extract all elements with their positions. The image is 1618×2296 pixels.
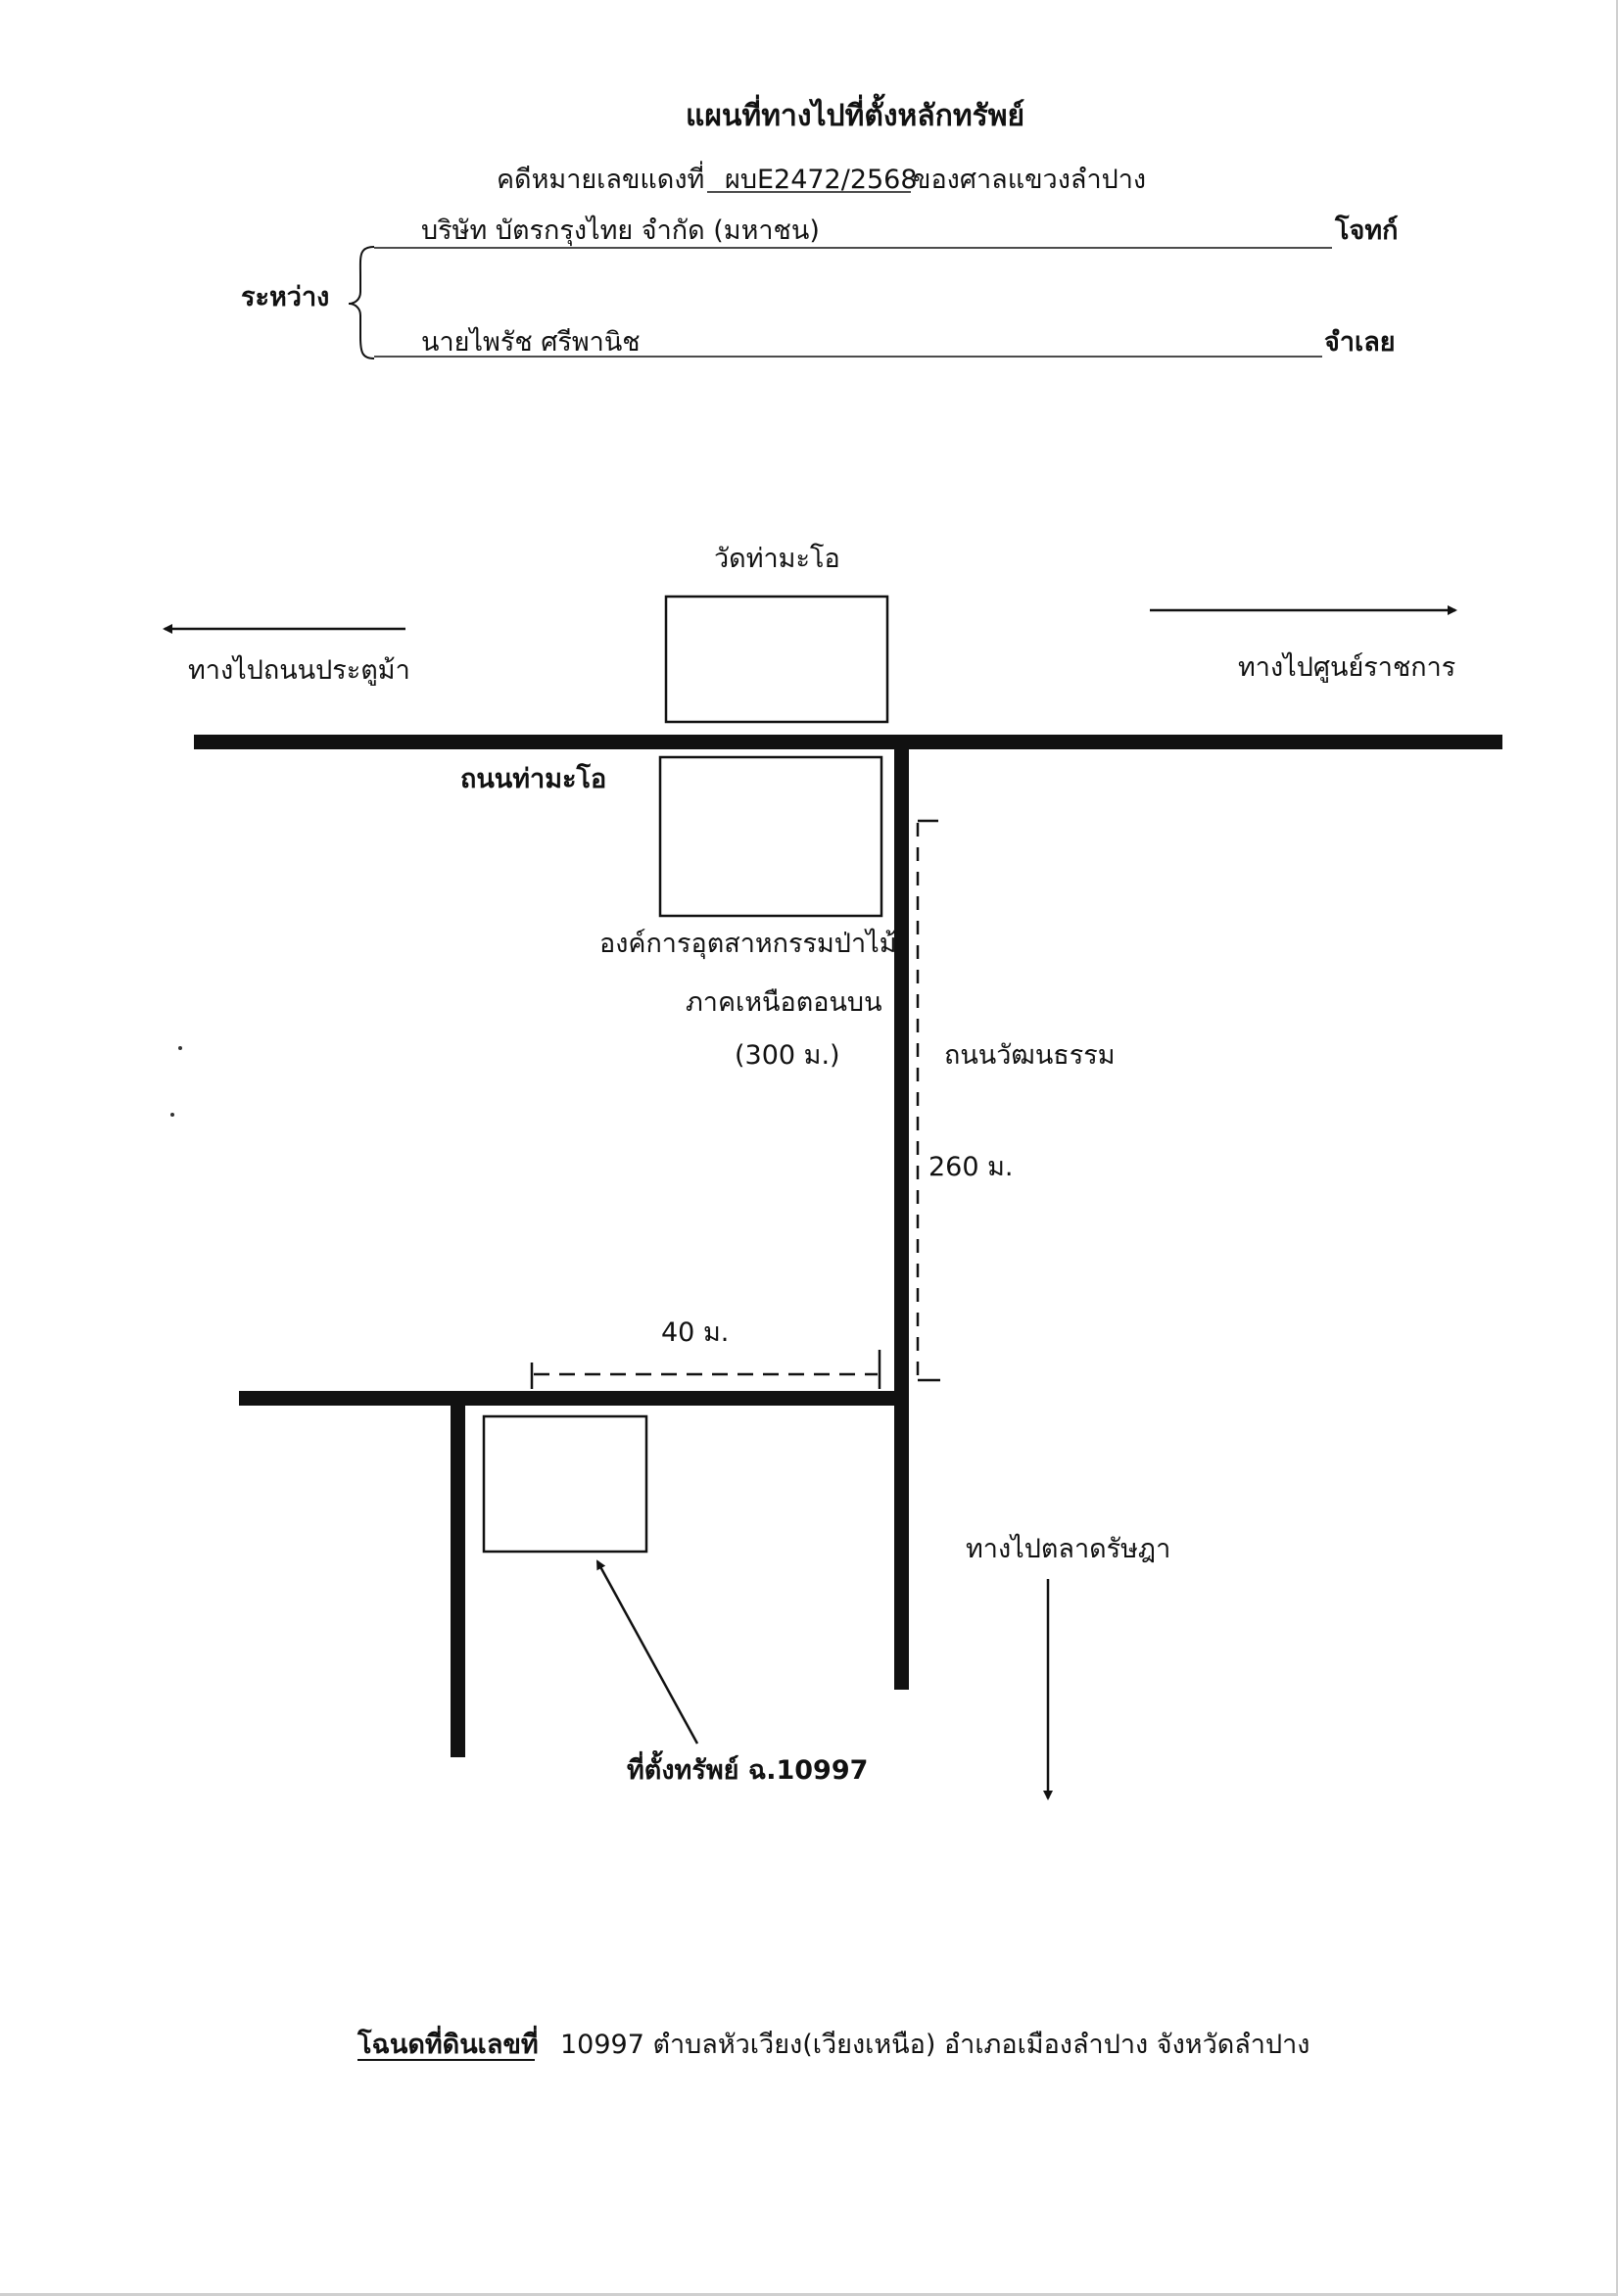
to-market-label: ทางไปตลาดรัษฎา [966,1534,1171,1564]
forest-org-label-1: องค์การอุตสาหกรรมป่าไม้ [599,929,897,959]
scan-right-edge [1616,0,1618,2296]
main-road-label: ถนนท่ามะโอ [460,764,607,794]
court-name: ของศาลแขวงลำปาง [913,165,1147,195]
scan-speck [170,1113,174,1117]
forest-org-building [658,755,883,918]
property-plot [482,1414,648,1554]
forest-org-distance: (300 ม.) [735,1040,840,1071]
property-pointer-arrow-icon [595,1559,699,1745]
lower-road [239,1391,909,1406]
forest-org-label-2: ภาคเหนือตอนบน [686,987,882,1018]
case-prefix: คดีหมายเลขแดงที่ [497,165,705,195]
deed-text: 10997 ตำบลหัวเวียง(เวียงเหนือ) อำเภอเมือ… [560,2030,1310,2060]
temple-label: วัดท่ามะโอ [714,544,840,574]
property-label: ที่ตั้งทรัพย์ ฉ.10997 [627,1755,869,1786]
dist-vertical-label: 260 ม. [928,1152,1014,1182]
to-right-label: ทางไปศูนย์ราชการ [1238,652,1456,683]
defendant-name: นายไพรัช ศรีพานิช [421,327,641,358]
scan-speck [178,1046,182,1050]
temple-building [664,595,889,724]
dist-horizontal-label: 40 ม. [661,1317,730,1348]
between-label: ระหว่าง [241,282,330,312]
side-road [894,741,909,1690]
side-road-label: ถนนวัฒนธรรม [944,1040,1116,1071]
brace-symbol [348,246,375,359]
property-road [451,1399,465,1757]
scan-bottom-edge [0,2293,1618,2296]
case-number: ผบE2472/2568 [725,165,918,195]
main-road [194,735,1502,749]
plaintiff-role: โจทก์ [1335,215,1399,246]
plaintiff-name: บริษัท บัตรกรุงไทย จำกัด (มหาชน) [421,215,820,246]
document-title: แผนที่ทางไปที่ตั้งหลักทรัพย์ [686,99,1025,133]
to-left-label: ทางไปถนนประตูม้า [188,655,410,686]
defendant-role: จำเลย [1324,327,1396,358]
deed-label: โฉนดที่ดินเลขที่ [357,2030,539,2060]
